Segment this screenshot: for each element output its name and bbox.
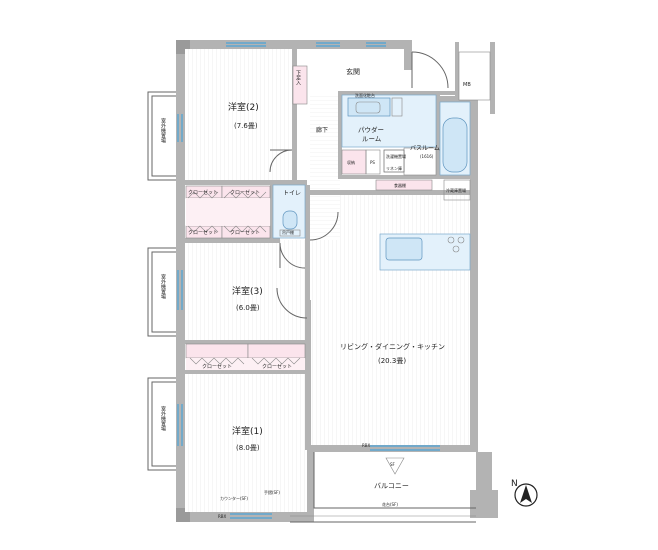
room-western3-area: (6.0畳) <box>236 304 260 312</box>
pantry-label: 食器棚 <box>394 182 406 188</box>
partitions <box>185 49 470 450</box>
bathroom <box>403 101 471 176</box>
flowerbox-label: 花台(SF) <box>382 501 398 507</box>
closet-3-label: クローゼット <box>188 229 218 236</box>
closet-5 <box>185 343 249 359</box>
fridge-label: 冷蔵庫置場 <box>446 187 466 193</box>
closet-4-label: クローゼット <box>230 229 260 236</box>
counter-label: カウンター(SF) <box>220 495 248 501</box>
room-bath: バスルーム <box>410 145 440 152</box>
floor-western1 <box>185 372 307 512</box>
compass-label: N <box>511 479 518 489</box>
side-balconies <box>147 91 176 471</box>
floor-hall <box>310 93 340 240</box>
vanity-label: 洗面化粧台 <box>355 92 375 98</box>
room-entrance: 玄関 <box>346 67 360 76</box>
floor-entrance <box>312 49 404 93</box>
rbx-2-label: RBX <box>362 443 371 448</box>
storage-label: 収納 <box>347 159 355 165</box>
tp-storage-label: 吊戸棚 <box>282 229 294 235</box>
room-western2-area: (7.6畳) <box>234 122 258 130</box>
floor-western2 <box>185 49 292 183</box>
closet-doors <box>187 191 301 365</box>
rail-label: 手摺(SF) <box>264 489 280 495</box>
mb-box <box>458 51 491 101</box>
room-western3-name: 洋室(3) <box>232 285 263 297</box>
toilet-room <box>272 184 306 239</box>
powder-room <box>341 94 437 148</box>
room-western2-name: 洋室(2) <box>228 101 259 113</box>
room-powder-line2: ルーム <box>362 135 382 143</box>
closet-6-label: クローゼット <box>262 363 292 370</box>
utility <box>341 149 405 175</box>
washer-label: 洗濯機置場 <box>386 153 406 159</box>
north-arrow-icon <box>520 485 532 503</box>
linen-label: リネン庫 <box>386 165 402 171</box>
closet-1-label: クローゼット <box>188 189 218 196</box>
aircon-3-label: 室外機置場 <box>160 405 166 432</box>
compass: N <box>511 479 538 507</box>
room-western1-area: (8.0畳) <box>236 444 260 452</box>
kitchen <box>375 179 471 271</box>
ps-label: PS <box>370 160 375 165</box>
outer-walls <box>176 40 498 522</box>
rbx-1-label: RBX <box>218 514 227 519</box>
windows <box>177 42 440 519</box>
room-western1-name: 洋室(1) <box>232 425 263 437</box>
shoe-cabinet-label: 下足入 <box>295 70 301 85</box>
closet-5-label: クローゼット <box>202 363 232 370</box>
aircon-2-label: 室外機置場 <box>160 273 166 300</box>
room-toilet: トイレ <box>283 190 301 197</box>
sf-label: SF <box>390 462 396 467</box>
aircon-1-label: 室外機置場 <box>160 117 166 144</box>
shoe-cabinet <box>292 65 308 105</box>
closet-6 <box>247 343 306 359</box>
labels: 洋室(2) (7.6畳) 洋室(3) (6.0畳) 洋室(1) (8.0畳) リ… <box>160 67 471 519</box>
floor-western3 <box>185 240 307 340</box>
room-hall: 廊下 <box>316 126 328 134</box>
closet-2-label: クローゼット <box>230 189 260 196</box>
room-mb: MB <box>463 82 471 88</box>
room-ldk-area: (20.3畳) <box>378 357 406 365</box>
room-balcony: バルコニー <box>374 482 409 490</box>
room-ldk-name: リビング・ダイニング・キッチン <box>340 342 445 351</box>
closets <box>185 65 308 370</box>
room-bath-size: (1616) <box>420 154 434 159</box>
room-powder-line1: パウダー <box>358 125 384 134</box>
balcony <box>290 452 476 523</box>
